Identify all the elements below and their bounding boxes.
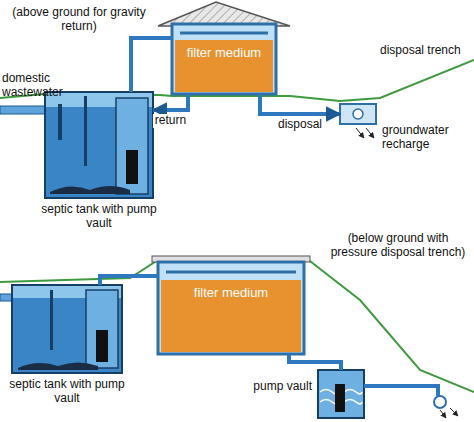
note-label: (below ground with pressure disposal tre… [326, 232, 470, 260]
note-label: domestic wastewater [2, 72, 82, 100]
part-label: septic tank with pump vault [4, 378, 130, 406]
disposal-trench: disposal trench [340, 104, 376, 124]
pipe-connector [260, 94, 340, 114]
pipe-connector [289, 354, 341, 370]
part-label: pump vault [238, 380, 312, 394]
flow-label: return [153, 114, 188, 128]
pipe-connector [100, 276, 158, 285]
note-label: groundwater recharge [382, 124, 468, 152]
pipe-connector [131, 38, 172, 92]
flow-label: disposal [276, 118, 324, 132]
box-label: filter medium [162, 286, 300, 301]
filter-box: filter medium [172, 24, 276, 94]
note-label: (above ground for gravity return) [4, 6, 154, 34]
pump-vault: pump vault [318, 370, 364, 418]
box-label: filter medium [176, 46, 272, 61]
part-label: septic tank with pump vault [37, 203, 161, 231]
pipe-connector [153, 94, 188, 110]
filter-box: filter medium [158, 262, 304, 354]
part-label: disposal trench [380, 44, 472, 58]
septic-tank: septic tank with pump vault [12, 285, 122, 373]
septic-tank: septic tank with pump vault [45, 92, 153, 198]
